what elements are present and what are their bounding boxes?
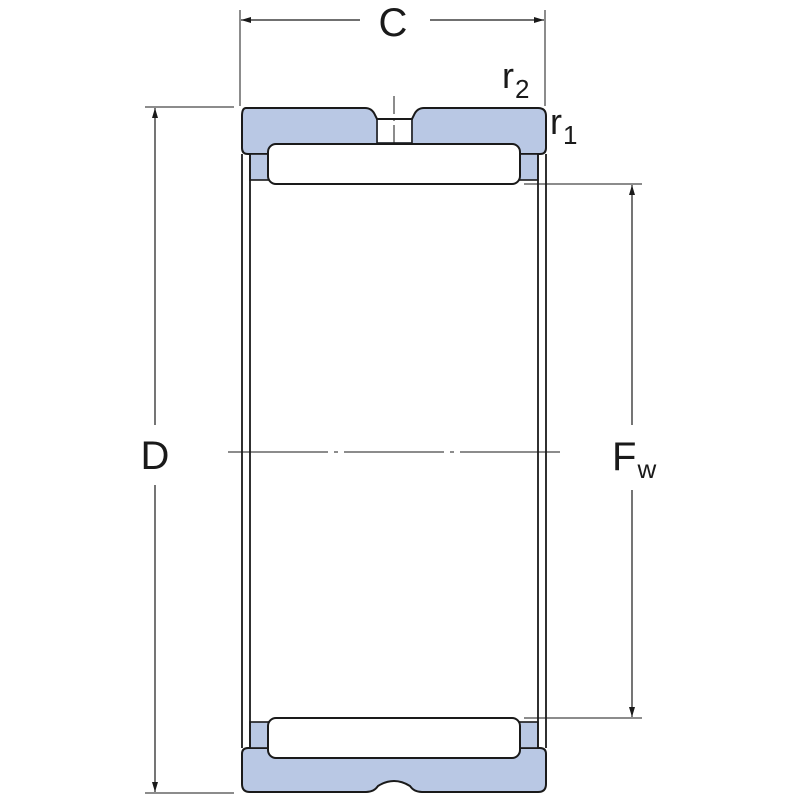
needle-roller-bottom: [267, 717, 521, 759]
needle-roller-top: [267, 143, 521, 185]
r1-label: r1: [550, 101, 577, 150]
c-label: C: [379, 1, 408, 45]
r2-label: r2: [502, 55, 529, 104]
d-label: D: [141, 434, 170, 478]
fw-label: Fw: [612, 435, 656, 484]
